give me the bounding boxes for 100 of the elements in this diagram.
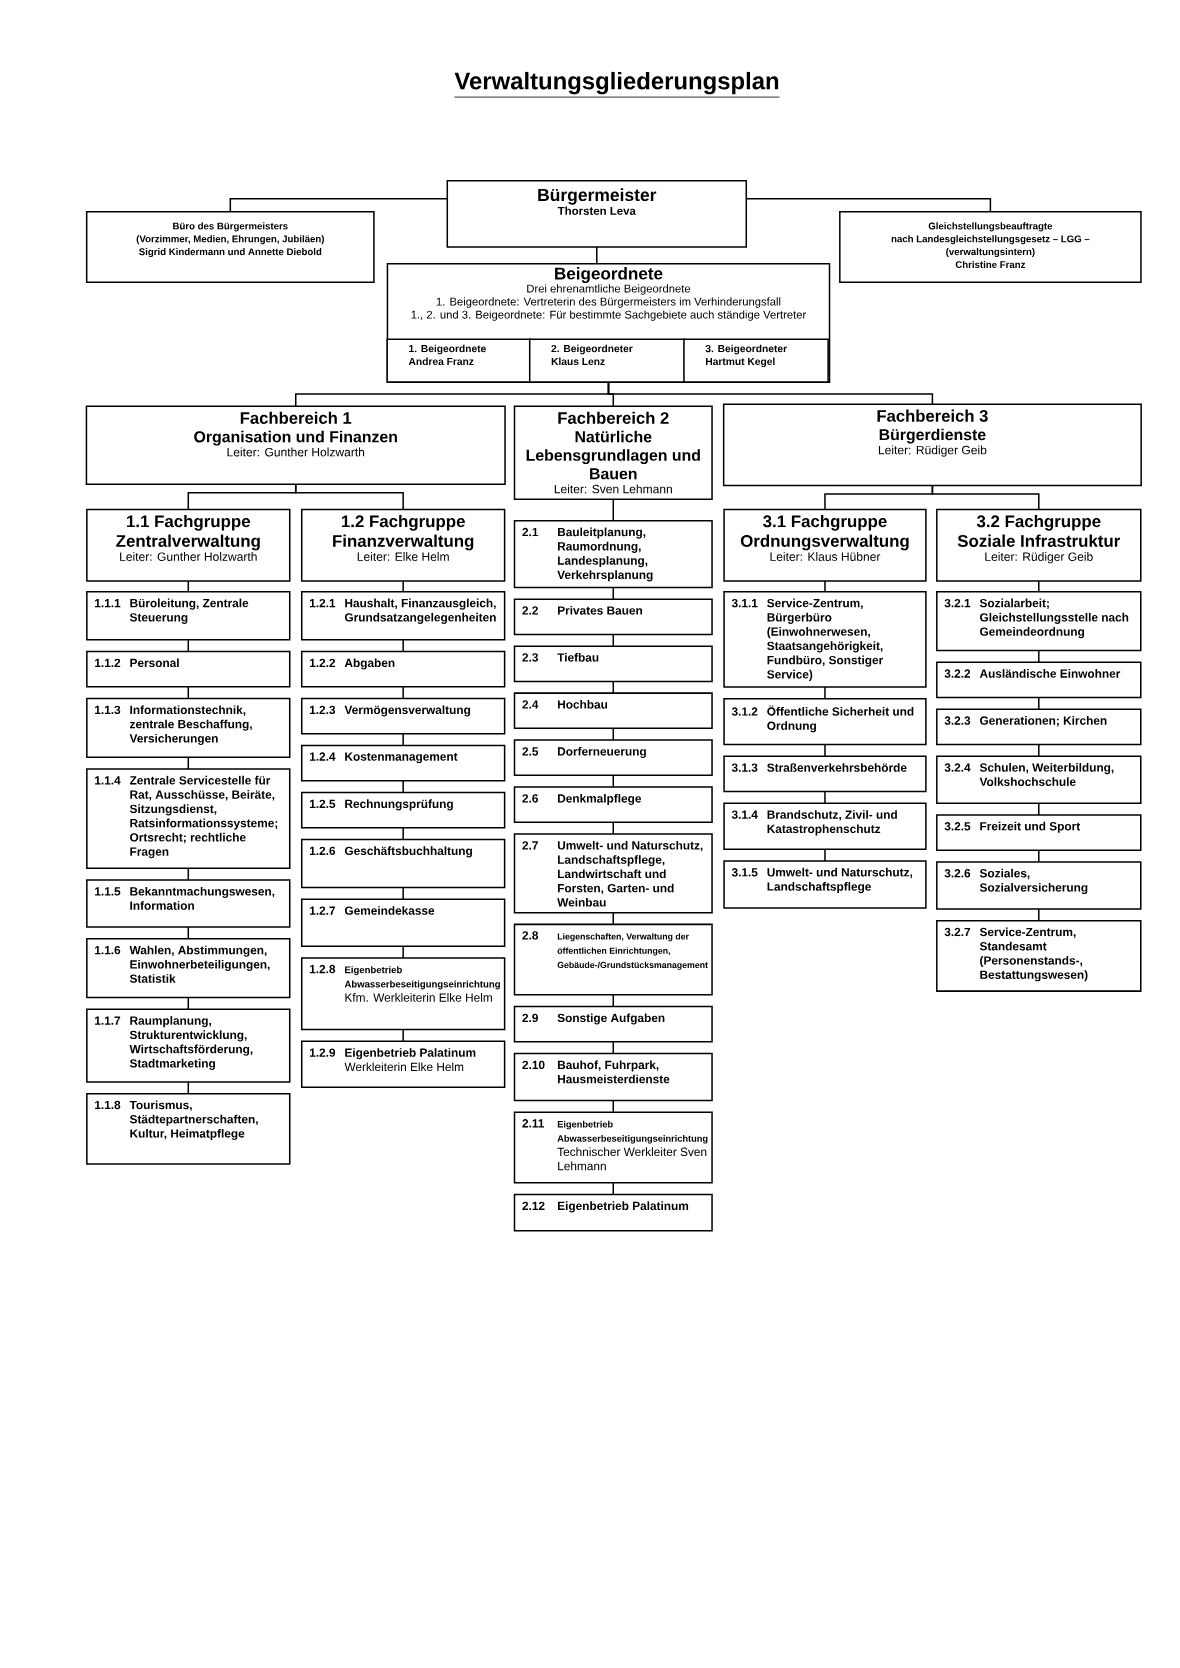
connector-line (612, 1041, 615, 1055)
unit-box: 1.2.2 Abgaben (301, 650, 506, 688)
connector-line (402, 780, 405, 794)
unit-box: 2.4 Hochbau (513, 692, 713, 730)
connector-line (402, 686, 405, 700)
connector-line (187, 639, 190, 653)
connector-line (187, 580, 190, 593)
connector-line (402, 945, 405, 959)
unit-box: 1.1.8 Tourismus, Städtepartnerschaften, Kultur, Heimatpflege (86, 1092, 291, 1165)
unit-box: 2.3 Tiefbau (513, 645, 713, 683)
connector-line (612, 727, 615, 741)
unit-box: 2.7 Umwelt- und Naturschutz, Landschaftspflege, Landwirtschaft und Forsten, Garten- und Weinbau (513, 833, 713, 914)
connector-line (931, 484, 1040, 511)
group-box: 1.2 Fachgruppe Finanzverwaltung Leiter: Elke Helm (301, 508, 506, 582)
connector-line (612, 821, 615, 835)
connector-line (402, 733, 405, 747)
unit-box: 3.2.3 Generationen; Kirchen (936, 708, 1142, 746)
unit-box: 2.5 Dorferneuerung (513, 739, 713, 777)
unit-box: 2.12 Eigenbetrieb Palatinum (513, 1193, 713, 1232)
connector-line (402, 827, 405, 841)
connector-line (402, 580, 405, 593)
group-box: 3.1 Fachgruppe Ordnungsverwaltung Leiter: Klaus Hübner (723, 508, 927, 582)
unit-box: 3.2.2 Ausländische Einwohner (936, 661, 1142, 699)
connector-line (612, 633, 615, 647)
mayor-box: Bürgermeister Thorsten Leva (446, 180, 748, 248)
department-box: Fachbereich 3 Bürgerdienste Leiter: Rüdiger Geib (723, 403, 1143, 487)
connector-line (612, 1182, 615, 1196)
connector-line (402, 1028, 405, 1043)
unit-box: 3.1.3 Straßenverkehrsbehörde (723, 755, 927, 793)
unit-box: 1.2.6 Geschäftsbuchhaltung (301, 838, 506, 889)
connector-line (612, 680, 615, 694)
connector-line (612, 994, 615, 1008)
unit-box: 3.1.5 Umwelt- und Naturschutz, Landschaftspflege (723, 860, 927, 909)
unit-box: 3.2.5 Freizeit und Sport (936, 814, 1142, 851)
connector-line (187, 686, 190, 700)
unit-box: 1.1.7 Raumplanung, Strukturentwicklung, Wirtschaftsförderung, Stadtmarketing (86, 1008, 291, 1083)
unit-box: 3.2.1 Sozialarbeit; Gleichstellungsstelle nach Gemeindeordnung (936, 591, 1142, 652)
unit-box: 1.2.1 Haushalt, Finanzausgleich, Grundsatzangelegenheiten (301, 591, 506, 641)
staff-office-box: Büro des Bürgermeisters (Vorzimmer, Medien, Ehrungen, Jubiläen) Sigrid Kindermann und Annette Diebold (86, 210, 375, 283)
deputy-cell: 3. Beigeordneter Hartmut Kegel (683, 338, 830, 383)
unit-box: 1.1.6 Wahlen, Abstimmungen, Einwohnerbeteiligungen, Statistik (86, 938, 291, 999)
unit-box: 1.1.1 Büroleitung, Zentrale Steuerung (86, 591, 291, 641)
connector-line (1038, 580, 1040, 593)
unit-box: 2.10 Bauhof, Fuhrpark, Hausmeisterdienste (513, 1052, 713, 1102)
unit-box: 2.6 Denkmalpflege (513, 786, 713, 824)
connector-line (612, 1099, 615, 1114)
unit-box: 1.1.4 Zentrale Servicestelle für Rat, Ausschüsse, Beiräte, Sitzungsdienst, Ratsinformationssysteme; Ortsrecht; rechtliche Fragen (86, 768, 291, 870)
unit-box: 1.1.2 Personal (86, 650, 291, 688)
deputy-cell: 1. Beigeordnete Andrea Franz (386, 338, 532, 383)
department-box: Fachbereich 2 Natürliche Lebensgrundlagen und Bauen Leiter: Sven Lehmann (513, 405, 713, 501)
unit-box: 3.2.7 Service-Zentrum, Standesamt (Personenstands-, Bestattungswesen) (936, 919, 1142, 992)
unit-box: 1.2.7 Gemeindekasse (301, 898, 506, 948)
unit-box: 3.1.1 Service-Zentrum, Bürgerbüro (Einwohnerwesen, Staatsangehörigkeit, Fundbüro, Sonstiger Service) (723, 591, 927, 688)
unit-box: 1.2.5 Rechnungsprüfung (301, 791, 506, 829)
connector-line (402, 886, 405, 901)
connector-line (612, 774, 615, 788)
connector-line (229, 197, 449, 213)
deputy-cell: 2. Beigeordneter Klaus Lenz (529, 338, 686, 383)
unit-box: 3.2.6 Soziales, Sozialversicherung (936, 861, 1142, 910)
connector-line (1038, 743, 1040, 757)
unit-box: 1.1.3 Informationstechnik, zentrale Beschaffung, Versicherungen (86, 697, 291, 759)
connector-line (1038, 649, 1040, 663)
connector-line (824, 686, 826, 700)
unit-box: 2.8 Liegenschaften, Verwaltung der öffentlichen Einrichtungen, Gebäude-/Grundstücksmanagement (513, 923, 713, 996)
connector-line (824, 848, 826, 862)
unit-box: 2.1 Bauleitplanung, Raumordnung, Landesplanung, Verkehrsplanung (513, 519, 713, 589)
connector-line (187, 867, 190, 881)
unit-box: 1.2.4 Kostenmanagement (301, 744, 506, 782)
connector-line (1038, 849, 1040, 863)
staff-office-box: Gleichstellungsbeauftragte nach Landesgleichstellungsgesetz – LGG – (verwaltungsintern) Christine Franz (839, 210, 1142, 283)
title: Verwaltungsgliederungsplan (454, 71, 781, 98)
connector-line (612, 498, 615, 522)
connector-line (1038, 802, 1040, 816)
unit-box: 1.2.9 Eigenbetrieb Palatinum Werkleiterin Elke Helm (301, 1040, 506, 1088)
unit-box: 2.11 Eigenbetrieb Abwasserbeseitigungseinrichtung Technischer Werkleiter Sven Lehmann (513, 1111, 713, 1184)
connector-line (596, 246, 598, 265)
unit-box: 3.2.4 Schulen, Weiterbildung, Volkshochschule (936, 755, 1142, 804)
unit-box: 1.2.3 Vermögensverwaltung (301, 697, 506, 735)
unit-box: 1.2.8 Eigenbetrieb Abwasserbeseitigungseinrichtung Kfm. Werkleiterin Elke Helm (301, 957, 506, 1031)
connector-line (612, 586, 615, 600)
unit-box: 2.2 Privates Bauen (513, 598, 713, 636)
connector-line (1038, 696, 1040, 710)
group-box: 3.2 Fachgruppe Soziale Infrastruktur Leiter: Rüdiger Geib (936, 508, 1142, 582)
group-box: 1.1 Fachgruppe Zentralverwaltung Leiter: Gunther Holzwarth (86, 508, 291, 582)
unit-box: 3.1.2 Öffentliche Sicherheit und Ordnung (723, 697, 927, 746)
connector-line (607, 381, 934, 405)
connector-line (402, 639, 405, 653)
connector-line (824, 790, 826, 805)
connector-line (612, 911, 615, 926)
unit-box: 3.1.4 Brandschutz, Zivil- und Katastrophenschutz (723, 802, 927, 850)
unit-box: 1.1.5 Bekanntmachungswesen, Information (86, 879, 291, 928)
connector-line (187, 926, 190, 940)
unit-box: 2.9 Sonstige Aufgaben (513, 1005, 713, 1043)
connector-line (187, 996, 190, 1011)
connector-line (187, 1081, 190, 1095)
connector-line (1038, 908, 1040, 922)
connector-line (824, 580, 826, 593)
connector-line (295, 483, 405, 511)
connector-line (187, 756, 190, 770)
connector-line (824, 743, 826, 758)
